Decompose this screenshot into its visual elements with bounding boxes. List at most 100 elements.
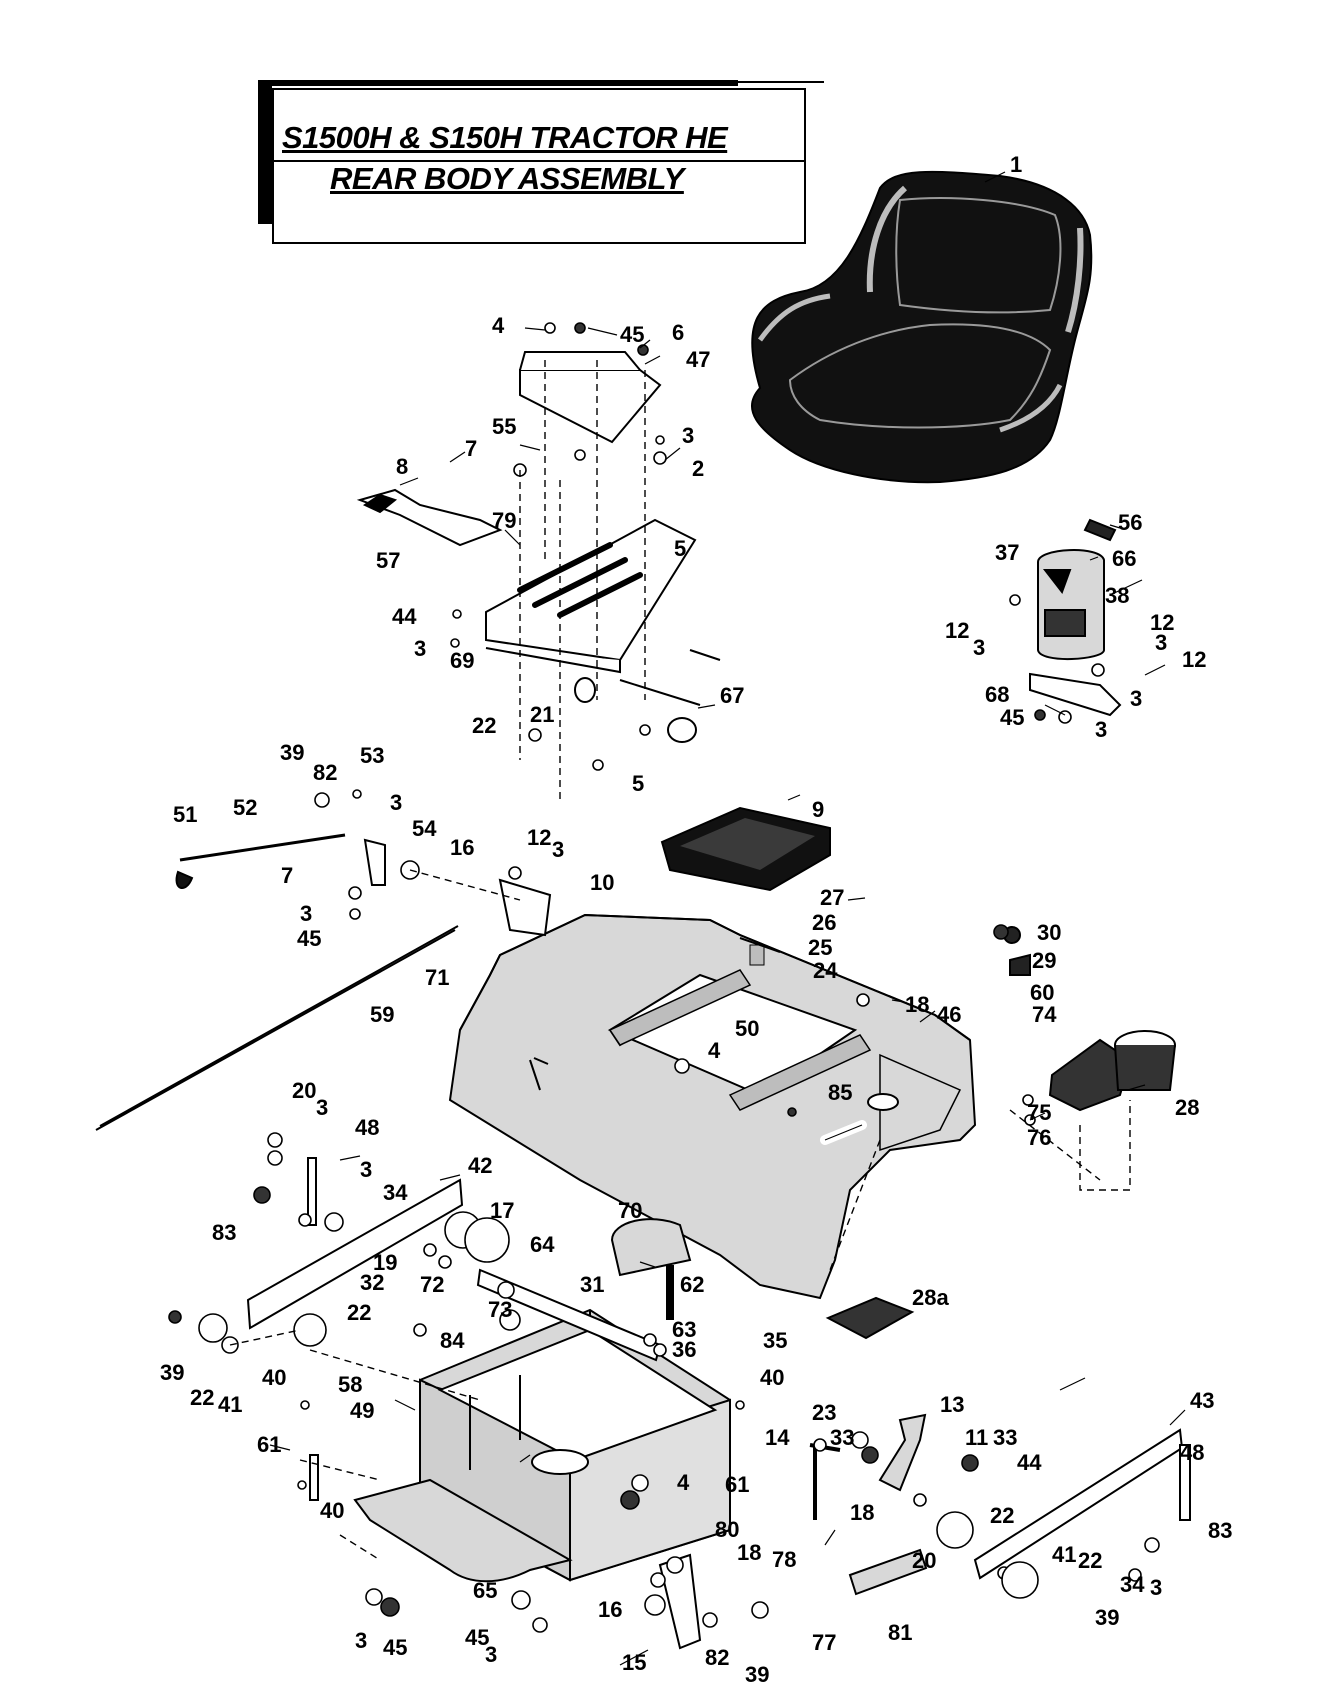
title-line-2: REAR BODY ASSEMBLY: [330, 161, 684, 196]
callout-label: 12: [1182, 647, 1206, 672]
callout-label: 15: [622, 1650, 646, 1675]
callout-label: 50: [735, 1016, 759, 1041]
callout-label: 37: [995, 540, 1019, 565]
callout-label: 9: [812, 797, 824, 822]
callout-label: 26: [812, 910, 836, 935]
callout-label: 61: [257, 1432, 281, 1457]
callout-label: 1: [1010, 152, 1022, 177]
callout-label: 28a: [912, 1285, 949, 1310]
callout-label: 45: [1000, 705, 1024, 730]
callout-label: 34: [1120, 1572, 1145, 1597]
callout-label: 66: [1112, 546, 1136, 571]
callout-label: 2: [692, 456, 704, 481]
callout-label: 12: [945, 618, 969, 643]
callout-label: 33: [830, 1425, 854, 1450]
callout-label: 56: [1118, 510, 1142, 535]
title-box: [272, 88, 806, 244]
callout-label: 80: [715, 1517, 739, 1542]
callout-label: 20: [292, 1078, 316, 1103]
callout-label: 41: [1052, 1542, 1076, 1567]
callout-label: 64: [530, 1232, 555, 1257]
callout-label: 47: [686, 347, 710, 372]
callout-label: 3: [973, 635, 985, 660]
callout-label: 48: [355, 1115, 379, 1140]
callout-label: 67: [720, 683, 744, 708]
tray-drawing: [660, 806, 831, 892]
callout-label: 16: [450, 835, 474, 860]
callout-label: 49: [350, 1398, 374, 1423]
callout-label: 24: [813, 958, 838, 983]
callout-label: 45: [297, 926, 321, 951]
linkage-drawing: [95, 833, 1191, 1650]
callout-label: 4: [708, 1038, 721, 1063]
callout-label: 21: [530, 702, 554, 727]
callout-label: 5: [632, 771, 644, 796]
side-bracket-drawing: [1029, 518, 1122, 717]
callout-label: 39: [1095, 1605, 1119, 1630]
callout-label: 6: [672, 320, 684, 345]
callout-label: 43: [1190, 1388, 1214, 1413]
hardware-drawing: [168, 322, 1160, 1633]
callout-label: 76: [1027, 1125, 1051, 1150]
callout-labels: 1 4 45 6 47 55 7 3 8 2 79 57 5 44 3 69 6…: [160, 152, 1232, 1686]
callout-label: 27: [820, 885, 844, 910]
callout-label: 72: [420, 1272, 444, 1297]
callout-label: 3: [390, 790, 402, 815]
callout-label: 18: [737, 1540, 761, 1565]
title-shadow-top: [258, 80, 738, 86]
callout-label: 62: [680, 1272, 704, 1297]
callout-label: 3: [552, 837, 564, 862]
callout-label: 61: [725, 1472, 749, 1497]
fender-drawing: [448, 913, 977, 1300]
callout-label: 68: [985, 682, 1009, 707]
callout-label: 7: [281, 863, 293, 888]
callout-label: 14: [765, 1425, 790, 1450]
callout-label: 63: [672, 1317, 696, 1342]
callout-label: 85: [828, 1080, 852, 1105]
callout-label: 31: [580, 1272, 604, 1297]
callout-label: 23: [812, 1400, 836, 1425]
callout-label: 40: [320, 1498, 344, 1523]
callout-label: 20: [912, 1548, 936, 1573]
callout-label: 22: [990, 1503, 1014, 1528]
callout-label: 4: [492, 313, 505, 338]
callout-label: 82: [705, 1645, 729, 1670]
callout-label: 51: [173, 802, 197, 827]
callout-label: 45: [465, 1625, 489, 1650]
callout-label: 22: [1078, 1548, 1102, 1573]
callout-label: 40: [262, 1365, 286, 1390]
callout-label: 10: [590, 870, 614, 895]
callout-label: 57: [376, 548, 400, 573]
callout-label: 18: [905, 992, 929, 1017]
callout-label: 4: [677, 1470, 690, 1495]
callout-label: 13: [940, 1392, 964, 1417]
callout-label: 71: [425, 965, 449, 990]
callout-label: 35: [763, 1328, 787, 1353]
leader-lines: [269, 171, 1186, 1666]
callout-label: 8: [396, 454, 408, 479]
callout-label: 3: [414, 636, 426, 661]
callout-label: 58: [338, 1372, 362, 1397]
callout-label: 45: [620, 322, 644, 347]
callout-label: 79: [492, 508, 516, 533]
callout-label: 32: [360, 1270, 384, 1295]
callout-label: 11: [965, 1425, 988, 1450]
callout-label: 77: [812, 1630, 836, 1655]
callout-label: 19: [373, 1250, 397, 1275]
callout-label: 28: [1175, 1095, 1199, 1120]
callout-label: 39: [745, 1662, 769, 1686]
callout-label: 3: [316, 1095, 328, 1120]
callout-label: 34: [383, 1180, 408, 1205]
title-shadow-left: [258, 82, 272, 224]
callout-label: 36: [672, 1337, 696, 1362]
callout-label: 3: [1150, 1575, 1162, 1600]
title-divider: [272, 160, 806, 162]
callout-label: 5: [674, 536, 686, 561]
callout-label: 7: [465, 436, 477, 461]
callout-label: 3: [682, 423, 694, 448]
shift-boot-drawing: [825, 926, 1176, 1340]
callout-label: 74: [1032, 1002, 1057, 1027]
callout-label: 83: [212, 1220, 236, 1245]
callout-label: 16: [598, 1597, 622, 1622]
